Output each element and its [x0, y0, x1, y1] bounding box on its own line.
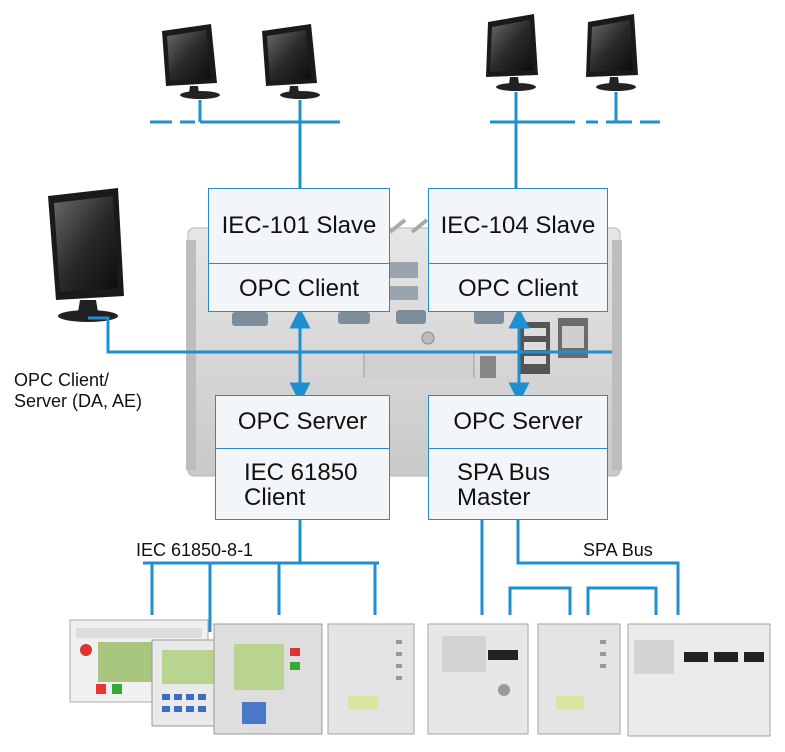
protection-relay-icon	[537, 623, 621, 735]
spa-master-line1: SPA Bus	[457, 458, 550, 486]
spa-bus-label: SPA Bus	[583, 540, 653, 560]
monitor-icon	[262, 24, 320, 99]
protection-relay-icon	[427, 623, 529, 735]
protection-relay-icon	[627, 623, 771, 737]
monitor-icon	[586, 14, 638, 91]
iec61850-client-line1: IEC 61850	[244, 458, 358, 486]
spa-bus-master-box: OPC Server SPA Bus Master	[428, 395, 608, 520]
opc-client-right-label: OPC Client	[457, 274, 579, 302]
connector-lines	[88, 92, 680, 632]
monitor-icon	[162, 24, 220, 99]
iec61850-client-line2: Client	[244, 484, 306, 511]
protection-relay-icon	[327, 623, 415, 735]
iec104-slave-box: IEC-104 Slave OPC Client	[428, 188, 608, 312]
spa-master-line2: Master	[457, 484, 531, 511]
monitor-icon	[48, 188, 124, 322]
iec104-slave-label: IEC-104 Slave	[429, 189, 607, 264]
iec101-slave-box: IEC-101 Slave OPC Client	[208, 188, 390, 312]
opc-server-right-label: OPC Server	[429, 396, 607, 449]
opc-client-server-line1: OPC Client/	[14, 370, 110, 390]
monitor-icon	[486, 14, 538, 91]
iec61850-bus-label: IEC 61850-8-1	[136, 540, 254, 560]
iec61850-client-box: OPC Server IEC 61850 Client	[215, 395, 390, 520]
protection-relay-icon	[213, 623, 323, 735]
spa-bus-master-label: SPA Bus Master	[429, 449, 607, 521]
opc-client-server-label: OPC Client/ Server (DA, AE)	[14, 370, 142, 411]
opc-client-server-line2: Server (DA, AE)	[14, 390, 143, 411]
iec101-slave-label: IEC-101 Slave	[209, 189, 389, 264]
iec61850-client-label: IEC 61850 Client	[216, 449, 389, 521]
opc-client-left-label: OPC Client	[238, 274, 360, 302]
opc-server-left-label: OPC Server	[216, 396, 389, 449]
